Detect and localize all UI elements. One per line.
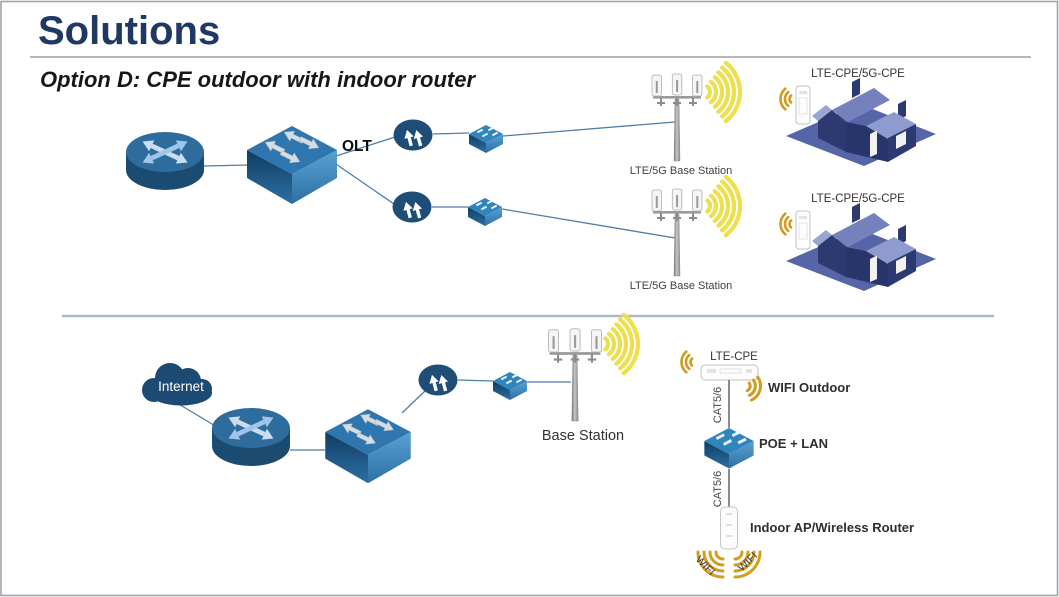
radio-signal-icon-2 (707, 177, 740, 235)
olt-label: OLT (342, 138, 372, 155)
poe-switch-icon (704, 427, 754, 469)
outdoor-cpe-icon-2 (795, 210, 811, 250)
base-station-label-1: LTE/5G Base Station (630, 165, 733, 177)
house-label-2: LTE-CPE/5G-CPE (811, 193, 905, 205)
lte-cpe-device-icon (700, 364, 759, 381)
poe-lan-label: POE + LAN (759, 436, 828, 451)
access-switch-icon-1 (469, 125, 503, 153)
onu-icon-b (419, 365, 458, 396)
indoor-ap-label: Indoor AP/Wireless Router (750, 520, 914, 535)
radio-signal-icon-b (605, 315, 638, 373)
olt-switch-icon (247, 126, 337, 204)
cpe-wifi-icon-2 (779, 212, 793, 236)
link-access-bts-1 (502, 121, 676, 137)
link-onu-access-b (457, 379, 494, 382)
cat5-label-2: CAT5/6 (712, 471, 724, 507)
link-switch-onu-b (401, 390, 426, 414)
base-station-icon-1 (651, 73, 703, 162)
page-title: Solutions (38, 9, 220, 53)
bottom-diagram: Internet Base Station LTE-CPE WIFI Outdo… (142, 315, 914, 584)
access-switch-icon-b (493, 372, 527, 400)
cpe-wifi-left-icon (680, 350, 694, 374)
onu-icon-2 (393, 192, 432, 223)
link-olt-onu-1 (332, 136, 396, 158)
core-router-icon (126, 132, 204, 190)
link-access-bts-2 (501, 208, 676, 239)
house-label-1: LTE-CPE/5G-CPE (811, 68, 905, 80)
internet-label: Internet (158, 379, 204, 394)
wifi-outdoor-label: WIFI Outdoor (768, 380, 850, 395)
base-station-icon-b (547, 328, 603, 422)
link-olt-onu-2 (332, 161, 395, 205)
edge-router-icon (212, 408, 290, 466)
link-router-switch (202, 164, 250, 167)
link-onu-access-1 (432, 132, 470, 135)
base-station-label-b: Base Station (542, 428, 624, 444)
base-station-label-2: LTE/5G Base Station (630, 280, 733, 292)
radio-signal-icon-1 (707, 63, 740, 121)
top-diagram: OLT LTE/5G Base Station LTE/5G Base Stat… (126, 63, 936, 292)
outdoor-cpe-icon-1 (795, 85, 811, 125)
access-switch-icon-2 (468, 198, 502, 226)
aggregation-switch-icon (325, 409, 411, 483)
wifi-label-right: WIFI (736, 550, 760, 574)
cat5-label-1: CAT5/6 (712, 387, 724, 423)
lte-cpe-label: LTE-CPE (710, 351, 758, 363)
base-station-icon-2 (651, 188, 703, 277)
cpe-wifi-icon-1 (779, 87, 793, 111)
indoor-ap-icon (720, 506, 738, 550)
page-subtitle: Option D: CPE outdoor with indoor router (40, 67, 476, 92)
onu-icon-1 (394, 120, 433, 151)
